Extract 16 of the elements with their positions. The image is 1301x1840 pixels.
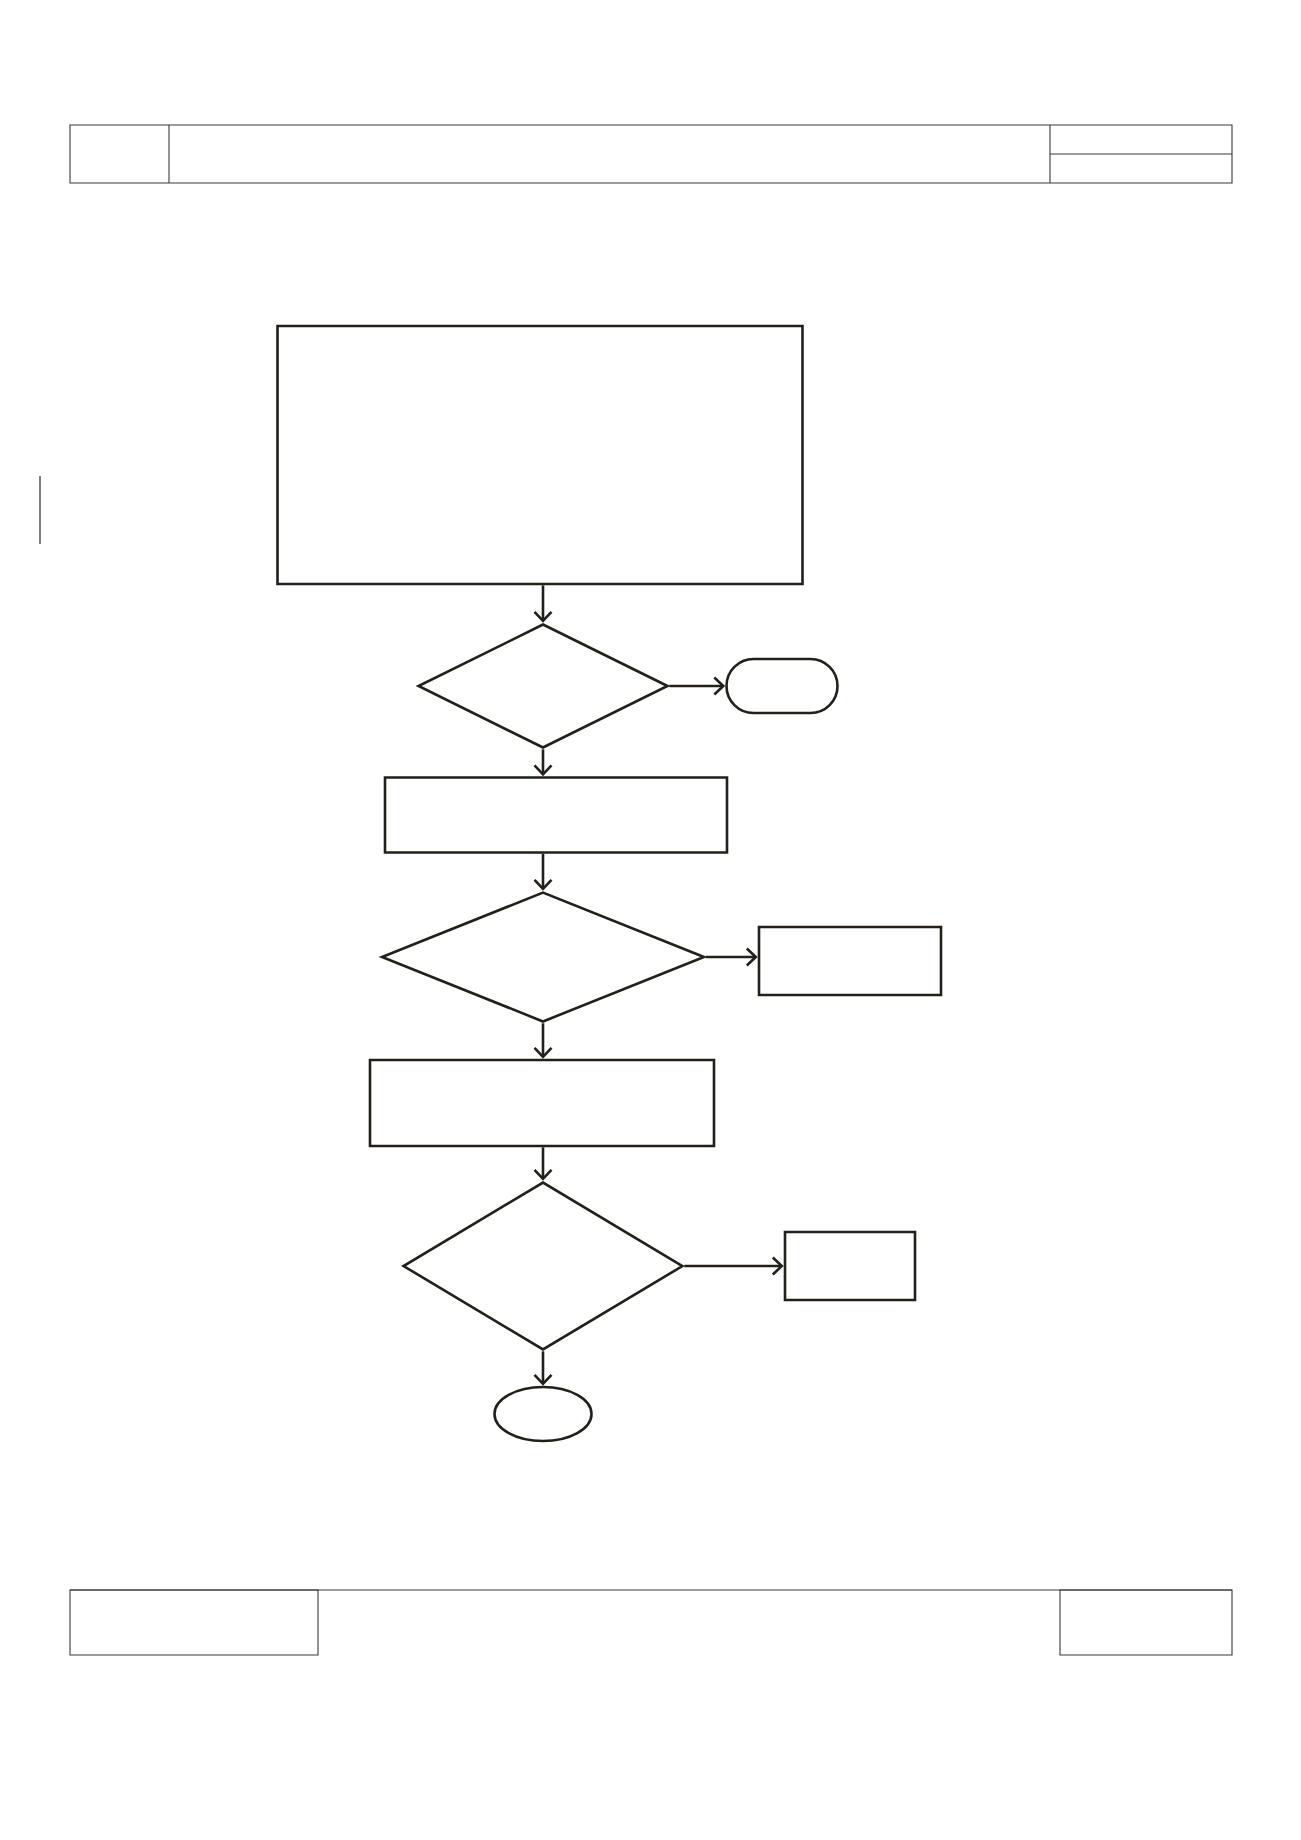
arrow (533, 1351, 553, 1386)
box (383, 776, 729, 854)
rounded-box (725, 657, 839, 715)
arrow (669, 676, 726, 696)
box (368, 1058, 716, 1148)
arrow (684, 1256, 784, 1276)
arrow (533, 853, 553, 891)
arrow (533, 585, 553, 623)
arrow (533, 1023, 553, 1059)
box (757, 925, 943, 997)
box (783, 1230, 917, 1302)
box (276, 324, 804, 586)
arrow (705, 947, 758, 967)
arrow (533, 1147, 553, 1181)
oval (493, 1385, 593, 1443)
arrow (533, 749, 553, 777)
